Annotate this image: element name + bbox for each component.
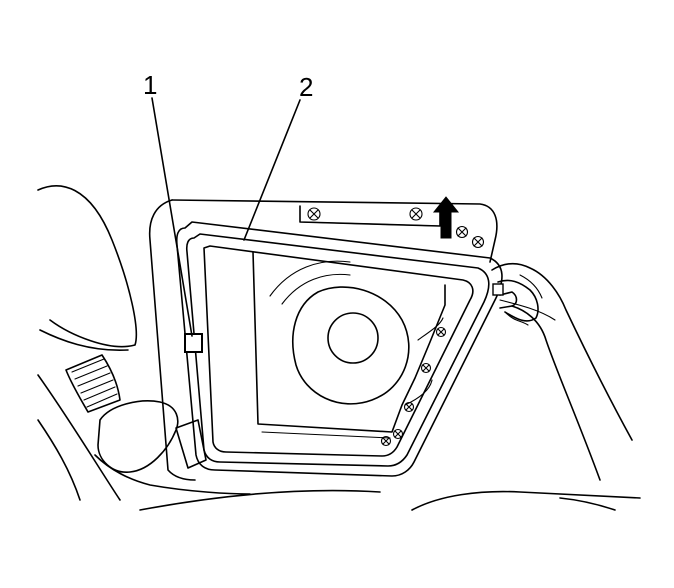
hand — [491, 262, 633, 481]
screw-icon — [403, 401, 415, 413]
door-trim-panel — [148, 199, 498, 481]
leader-lines — [151, 97, 301, 337]
air-vent — [65, 354, 121, 413]
callout-1: 1 — [143, 70, 157, 100]
screw-icon — [471, 235, 485, 249]
screw-icon — [420, 362, 432, 374]
leader-line-1 — [151, 97, 193, 337]
leader-line-2 — [243, 99, 301, 241]
retaining-clip — [184, 333, 203, 353]
screw-icon — [455, 225, 469, 239]
speaker-assembly — [252, 251, 446, 439]
screw-icon — [307, 207, 321, 221]
callout-2: 2 — [299, 72, 313, 102]
screw-icon — [435, 326, 447, 338]
interior-background-contours — [37, 185, 641, 511]
arrow-up-icon — [432, 196, 460, 239]
screw-icon — [409, 207, 423, 221]
door-pull-pocket — [97, 400, 207, 473]
screw-icon — [380, 435, 392, 447]
screw-icon — [392, 428, 404, 440]
speaker-grille-frame — [175, 221, 503, 477]
